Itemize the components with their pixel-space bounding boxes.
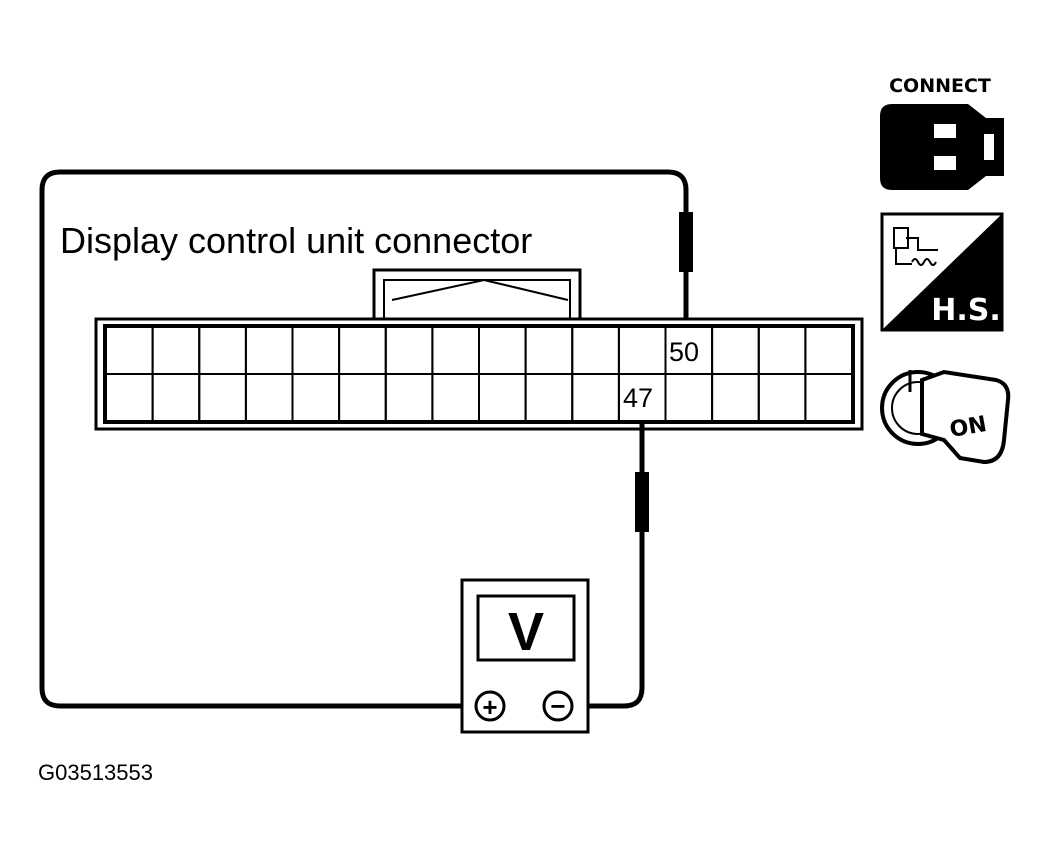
voltmeter: V + −: [460, 578, 590, 734]
hs-icon: H.S.: [880, 212, 1004, 332]
pin-label-50: 50: [669, 337, 699, 367]
svg-text:CONNECT: CONNECT: [889, 75, 991, 97]
svg-text:−: −: [550, 691, 565, 721]
ignition-on-icon: ON: [880, 369, 1011, 465]
voltmeter-symbol: V: [508, 602, 544, 662]
seat-heater-icon: [893, 227, 938, 266]
svg-text:H.S.: H.S.: [931, 293, 1001, 328]
connector-pin-cell: [804, 373, 854, 422]
probe-pin-50: [679, 212, 693, 332]
test-lead-wire-positive: [39, 169, 689, 709]
negative-terminal: −: [542, 690, 574, 722]
probe-pin-47: [635, 472, 649, 532]
connector-title: Display control unit connector: [60, 220, 532, 261]
connect-icon: CONNECT: [880, 75, 1004, 190]
display-control-unit-connector: [94, 268, 864, 431]
connector-pin-grid: [105, 326, 854, 422]
svg-text:+: +: [482, 692, 497, 722]
positive-terminal: +: [474, 690, 506, 722]
pin-label-47: 47: [623, 383, 653, 413]
figure-id: G03513553: [38, 760, 153, 785]
test-lead-wire-negative: [576, 420, 645, 709]
